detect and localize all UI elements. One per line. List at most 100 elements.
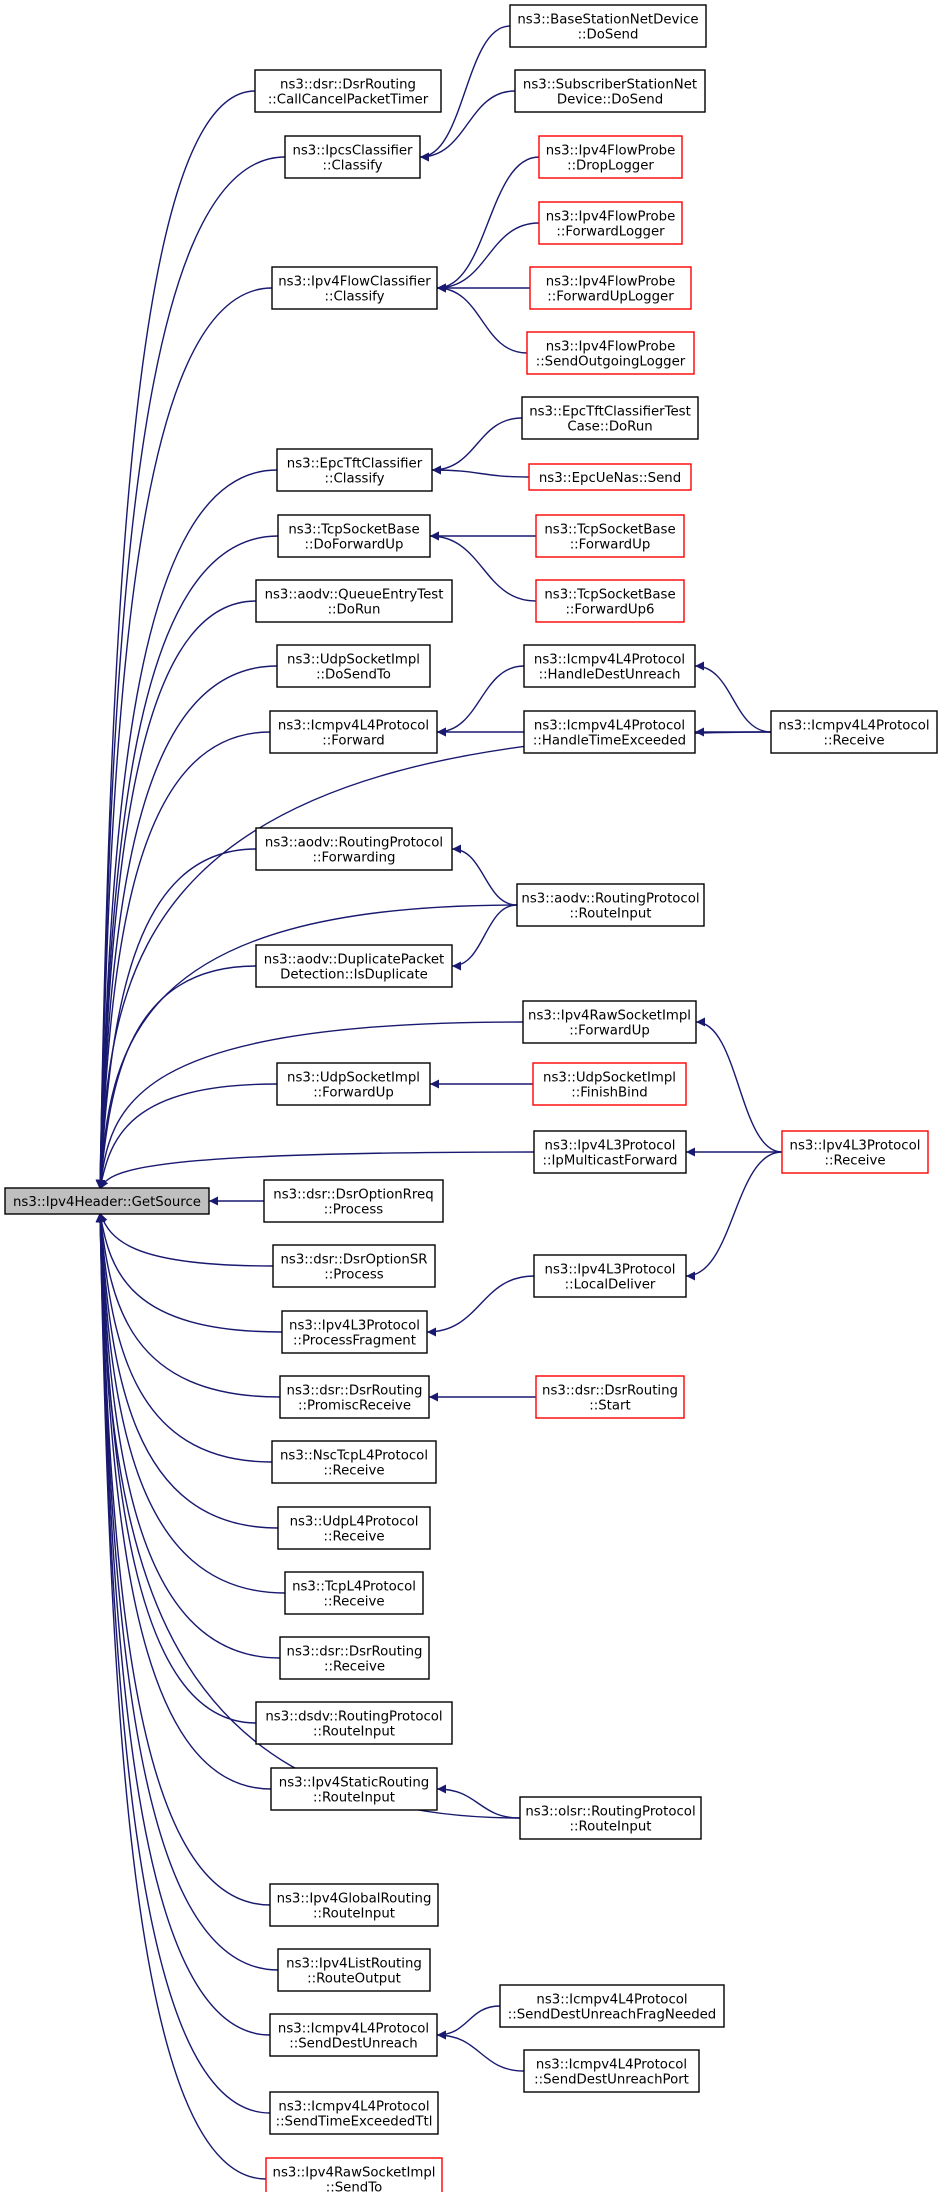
node-box[interactable] [535,579,685,623]
node-box[interactable] [276,448,433,492]
node-box[interactable] [263,1179,444,1223]
node-box[interactable] [269,2013,438,2057]
node-box[interactable] [272,1244,436,1288]
node-box[interactable] [535,1375,685,1419]
node-box[interactable] [529,266,692,310]
node-box[interactable] [284,135,421,179]
node-box[interactable] [509,4,707,48]
node-udpsocketimpl-forwardup[interactable]: ns3::UdpSocketImpl::ForwardUp [276,1062,431,1106]
node-tcpsocketbase-forwardup6[interactable]: ns3::TcpSocketBase::ForwardUp6 [535,579,685,623]
node-icmpv4l4protocol-senddestunreachfragneeded[interactable]: ns3::Icmpv4L4Protocol::SendDestUnreachFr… [499,1984,725,2028]
node-box[interactable] [533,1130,687,1174]
node-dsr-dsrrouting-receive[interactable]: ns3::dsr::DsrRouting::Receive [279,1636,430,1680]
node-ipv4listrouting-routeoutput[interactable]: ns3::Ipv4ListRouting::RouteOutput [277,1948,431,1992]
node-epctftclassifier-classify[interactable]: ns3::EpcTftClassifier::Classify [276,448,433,492]
node-ipv4l3protocol-localdeliver[interactable]: ns3::Ipv4L3Protocol::LocalDeliver [533,1254,687,1298]
node-ipv4flowclassifier-classify[interactable]: ns3::Ipv4FlowClassifier::Classify [271,266,438,310]
node-udpsocketimpl-dosendto[interactable]: ns3::UdpSocketImpl::DoSendTo [276,644,431,688]
node-box[interactable] [528,463,692,491]
node-tcpsocketbase-forwardup[interactable]: ns3::TcpSocketBase::ForwardUp [535,514,685,558]
node-box[interactable] [271,1440,437,1484]
node-tcpsocketbase-doforwardup[interactable]: ns3::TcpSocketBase::DoForwardUp [277,514,431,558]
node-dsdv-routingprotocol-routeinput[interactable]: ns3::dsdv::RoutingProtocol::RouteInput [255,1701,453,1745]
node-box[interactable] [514,69,706,113]
node-nsctcpl4protocol-receive[interactable]: ns3::NscTcpL4Protocol::Receive [271,1440,437,1484]
node-ipv4rawsocketimpl-forwardup[interactable]: ns3::Ipv4RawSocketImpl::ForwardUp [522,1000,697,1044]
node-ipv4flowprobe-droplogger[interactable]: ns3::Ipv4FlowProbe::DropLogger [538,135,683,179]
node-epcuenas-send[interactable]: ns3::EpcUeNas::Send [528,463,692,491]
node-icmpv4l4protocol-handletimeexceeded[interactable]: ns3::Icmpv4L4Protocol::HandleTimeExceede… [523,710,696,754]
node-ipv4l3protocol-ipmulticastforward[interactable]: ns3::Ipv4L3Protocol::IpMulticastForward [533,1130,687,1174]
node-ipv4l3protocol-receive[interactable]: ns3::Ipv4L3Protocol::Receive [781,1130,929,1174]
node-box[interactable] [255,579,453,623]
node-basestationnetdevice-dosend[interactable]: ns3::BaseStationNetDevice::DoSend [509,4,707,48]
node-box[interactable] [538,135,683,179]
node-box[interactable] [523,2049,700,2093]
node-tcpl4protocol-receive[interactable]: ns3::TcpL4Protocol::Receive [284,1571,424,1615]
node-dsr-dsrrouting-start[interactable]: ns3::dsr::DsrRouting::Start [535,1375,685,1419]
node-ipv4l3protocol-processfragment[interactable]: ns3::Ipv4L3Protocol::ProcessFragment [281,1310,428,1354]
node-box[interactable] [255,944,453,988]
node-dsr-dsrrouting-promiscreceive[interactable]: ns3::dsr::DsrRouting::PromiscReceive [279,1375,430,1419]
node-ipv4flowprobe-forwarduplogger[interactable]: ns3::Ipv4FlowProbe::ForwardUpLogger [529,266,692,310]
node-box[interactable] [279,1375,430,1419]
node-ipv4globalrouting-routeinput[interactable]: ns3::Ipv4GlobalRouting::RouteInput [269,1883,439,1927]
node-ipv4flowprobe-forwardlogger[interactable]: ns3::Ipv4FlowProbe::ForwardLogger [538,201,683,245]
node-box[interactable] [526,331,695,375]
node-box[interactable] [523,710,696,754]
node-icmpv4l4protocol-handledestunreach[interactable]: ns3::Icmpv4L4Protocol::HandleDestUnreach [523,644,696,688]
node-box[interactable] [532,1062,687,1106]
node-aodv-duplicatepacketdetection-isduplicate[interactable]: ns3::aodv::DuplicatePacketDetection::IsD… [255,944,453,988]
node-aodv-queueentrytest-dorun[interactable]: ns3::aodv::QueueEntryTest::DoRun [255,579,453,623]
node-box[interactable] [270,1767,438,1811]
node-box[interactable] [522,1000,697,1044]
node-box[interactable] [499,1984,725,2028]
node-box[interactable] [269,710,438,754]
node-box[interactable] [519,1796,702,1840]
node-box[interactable] [538,201,683,245]
node-box[interactable] [523,644,696,688]
node-box[interactable] [770,710,938,754]
node-box[interactable] [277,1506,431,1550]
node-box[interactable] [255,827,453,871]
node-icmpv4l4protocol-receive[interactable]: ns3::Icmpv4L4Protocol::Receive [770,710,938,754]
node-ipcsclassifier-classify[interactable]: ns3::IpcsClassifier::Classify [284,135,421,179]
node-box[interactable] [284,1571,424,1615]
node-olsr-routingprotocol-routeinput[interactable]: ns3::olsr::RoutingProtocol::RouteInput [519,1796,702,1840]
node-ipv4staticrouting-routeinput[interactable]: ns3::Ipv4StaticRouting::RouteInput [270,1767,438,1811]
node-dsr-dsrrouting-callcancelpackettimer[interactable]: ns3::dsr::DsrRouting::CallCancelPacketTi… [254,69,442,113]
node-box[interactable] [781,1130,929,1174]
node-ipv4flowprobe-sendoutgoinglogger[interactable]: ns3::Ipv4FlowProbe::SendOutgoingLogger [526,331,695,375]
node-box[interactable] [279,1636,430,1680]
node-box[interactable] [277,514,431,558]
node-icmpv4l4protocol-senddestunreachport[interactable]: ns3::Icmpv4L4Protocol::SendDestUnreachPo… [523,2049,700,2093]
node-box[interactable] [277,1948,431,1992]
node-box[interactable] [516,883,705,927]
node-udpl4protocol-receive[interactable]: ns3::UdpL4Protocol::Receive [277,1506,431,1550]
node-icmpv4l4protocol-forward[interactable]: ns3::Icmpv4L4Protocol::Forward [269,710,438,754]
node-box[interactable] [281,1310,428,1354]
node-aodv-routingprotocol-forwarding[interactable]: ns3::aodv::RoutingProtocol::Forwarding [255,827,453,871]
node-box[interactable] [269,1883,439,1927]
node-dsr-dsroptionrreq-process[interactable]: ns3::dsr::DsrOptionRreq::Process [263,1179,444,1223]
node-icmpv4l4protocol-sendtimeexceededttl[interactable]: ns3::Icmpv4L4Protocol::SendTimeExceededT… [269,2091,439,2135]
node-dsr-dsroptionsr-process[interactable]: ns3::dsr::DsrOptionSR::Process [272,1244,436,1288]
node-box[interactable] [271,266,438,310]
node-box[interactable] [4,1187,210,1215]
node-box[interactable] [254,69,442,113]
root-node[interactable]: ns3::Ipv4Header::GetSource [4,1187,210,1215]
node-ipv4rawsocketimpl-sendto[interactable]: ns3::Ipv4RawSocketImpl::SendTo [265,2157,443,2192]
node-box[interactable] [276,644,431,688]
node-box[interactable] [269,2091,439,2135]
node-box[interactable] [521,396,699,440]
node-box[interactable] [255,1701,453,1745]
node-icmpv4l4protocol-senddestunreach[interactable]: ns3::Icmpv4L4Protocol::SendDestUnreach [269,2013,438,2057]
node-box[interactable] [535,514,685,558]
node-box[interactable] [265,2157,443,2192]
node-box[interactable] [533,1254,687,1298]
node-udpsocketimpl-finishbind[interactable]: ns3::UdpSocketImpl::FinishBind [532,1062,687,1106]
node-aodv-routingprotocol-routeinput[interactable]: ns3::aodv::RoutingProtocol::RouteInput [516,883,705,927]
node-box[interactable] [276,1062,431,1106]
